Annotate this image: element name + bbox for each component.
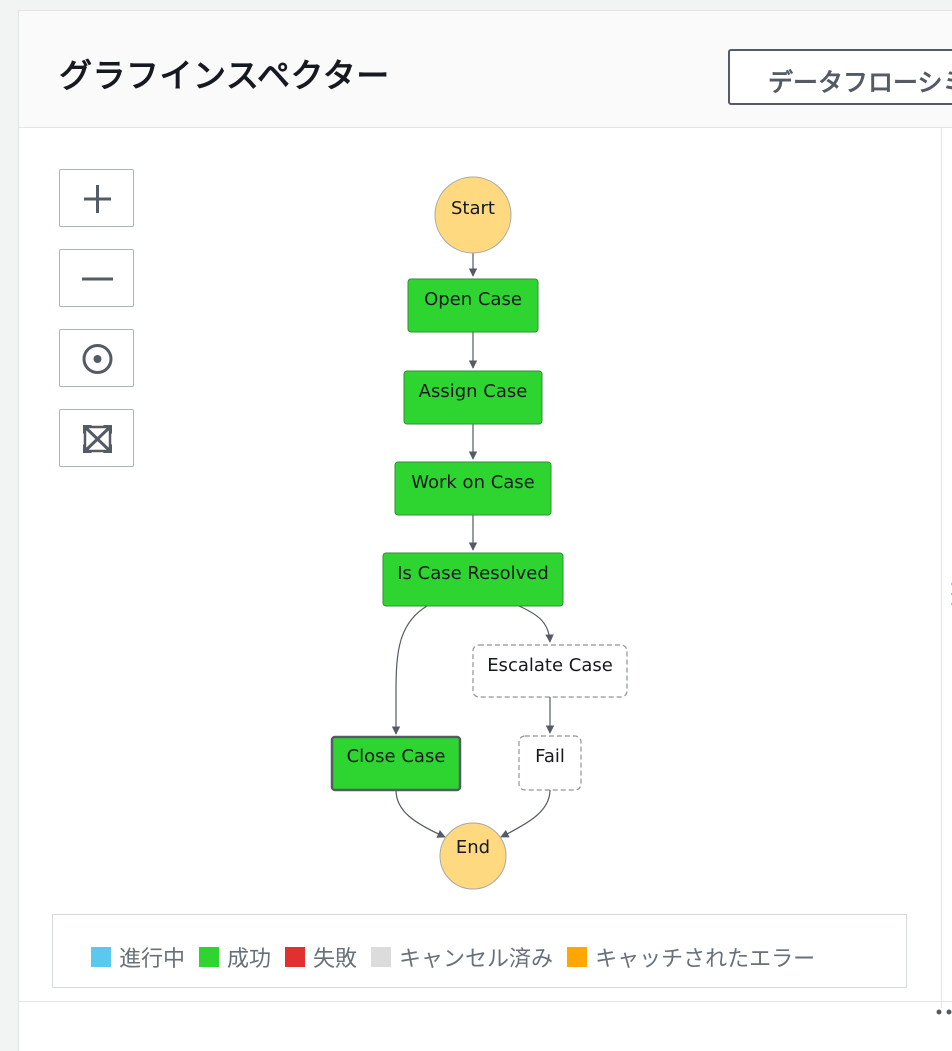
node-close-case-label: Close Case [347, 746, 446, 767]
legend-label: 失敗 [313, 941, 357, 973]
node-assign-case[interactable]: Assign Case [404, 371, 542, 424]
legend-label: 成功 [227, 941, 271, 973]
node-open-case[interactable]: Open Case [408, 279, 538, 332]
legend-item-succeeded: 成功 [199, 941, 271, 973]
node-is-case-resolved-label: Is Case Resolved [397, 563, 549, 584]
node-start[interactable]: Start [435, 177, 511, 253]
panel-divider [941, 128, 942, 1008]
legend-label: キャッチされたエラー [595, 941, 815, 973]
legend-swatch [567, 947, 587, 967]
node-work-on-case[interactable]: Work on Case [395, 462, 551, 515]
node-end-label: End [456, 837, 490, 858]
node-close-case[interactable]: Close Case [332, 737, 460, 790]
legend-item-failed: 失敗 [285, 941, 357, 973]
node-end[interactable]: End [440, 823, 506, 889]
node-open-case-label: Open Case [424, 289, 522, 310]
legend-item-in-progress: 進行中 [91, 941, 185, 973]
legend-label: 進行中 [119, 941, 185, 973]
node-escalate-case-label: Escalate Case [487, 655, 613, 676]
node-fail-label: Fail [535, 746, 565, 767]
legend-swatch [285, 947, 305, 967]
node-start-label: Start [451, 198, 495, 219]
workflow-graph: Start Open Case Assign Case Work on Case… [19, 11, 939, 911]
legend-swatch [91, 947, 111, 967]
legend-swatch [371, 947, 391, 967]
node-fail[interactable]: Fail [519, 736, 581, 790]
edge-resolved-escalate [519, 606, 550, 642]
node-is-case-resolved[interactable]: Is Case Resolved [383, 553, 563, 606]
more-options-icon[interactable] [934, 1007, 952, 1017]
node-work-on-case-label: Work on Case [411, 472, 535, 493]
node-assign-case-label: Assign Case [419, 381, 528, 402]
legend-item-caught-error: キャッチされたエラー [567, 941, 815, 973]
edge-close-end [396, 790, 445, 837]
legend-label: キャンセル済み [399, 941, 553, 973]
status-legend: 進行中 成功 失敗 キャンセル済み キャッチされたエラー [52, 914, 907, 988]
node-escalate-case[interactable]: Escalate Case [473, 645, 627, 697]
edge-fail-end [501, 790, 550, 837]
panel-bottom-divider [19, 1001, 952, 1002]
legend-item-cancelled: キャンセル済み [371, 941, 553, 973]
edge-resolved-close [396, 606, 427, 734]
graph-inspector-panel: グラフインスペクター データフローシミュレーター [18, 10, 952, 1051]
legend-items: 進行中 成功 失敗 キャンセル済み キャッチされたエラー [91, 941, 829, 973]
legend-swatch [199, 947, 219, 967]
